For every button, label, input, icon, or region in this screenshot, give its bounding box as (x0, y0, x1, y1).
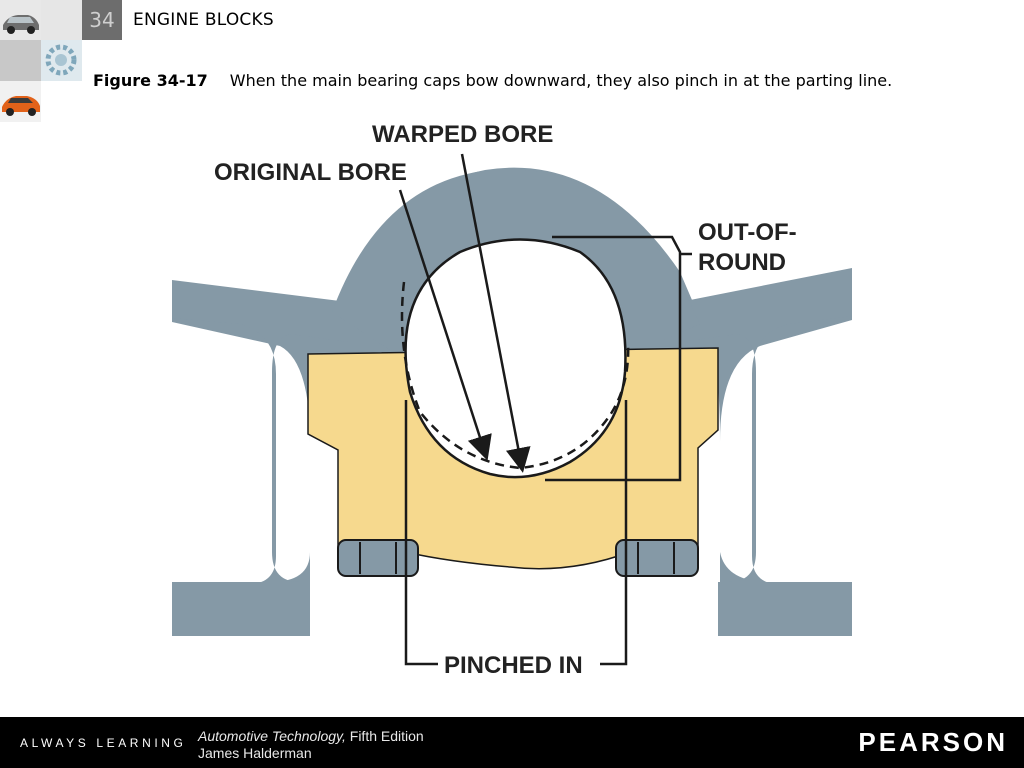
chapter-number: 34 (82, 0, 122, 40)
gray-thumbnail (41, 0, 82, 40)
footer-bar: ALWAYS LEARNING Automotive Technology, F… (0, 717, 1024, 768)
figure-caption: Figure 34-17 When the main bearing caps b… (93, 71, 892, 90)
engine-block (172, 167, 852, 635)
label-pinched-in: PINCHED IN (444, 652, 583, 679)
engine-part-thumbnail (41, 40, 82, 81)
book-title: Automotive Technology, (198, 728, 346, 744)
warped-bore-arrow (460, 153, 531, 473)
warped-bore (404, 238, 627, 479)
always-learning-tagline: ALWAYS LEARNING (20, 736, 187, 750)
figure-label: Figure 34-17 (93, 71, 208, 90)
label-warped-bore: WARPED BORE (372, 121, 553, 148)
label-out-of-round-2: ROUND (698, 249, 786, 276)
header-thumbnails (0, 0, 82, 122)
car-thumbnail-orange (0, 81, 41, 122)
gray-thumbnail-2 (0, 40, 41, 81)
out-of-round-bracket (545, 235, 682, 482)
label-out-of-round-1: OUT-OF- (698, 219, 797, 246)
left-nut (337, 539, 419, 577)
pinched-in-bracket (404, 400, 628, 666)
car-thumbnail-silver (0, 0, 41, 40)
label-original-bore: ORIGINAL BORE (214, 159, 407, 186)
pearson-logo: PEARSON (858, 727, 1008, 757)
bearing-cap-diagram: WARPED BORE ORIGINAL BORE OUT-OF- ROUND … (172, 121, 852, 679)
gear-icon (45, 44, 77, 76)
caption-text: When the main bearing caps bow downward,… (229, 71, 893, 90)
silver-car-icon (0, 0, 41, 40)
right-nut (615, 539, 699, 577)
block-right-web (680, 268, 852, 636)
original-bore-arrow (398, 189, 492, 461)
block-left-web (172, 280, 348, 636)
chapter-title: ENGINE BLOCKS (133, 10, 274, 30)
book-edition: Fifth Edition (345, 728, 424, 744)
orange-car-icon (2, 96, 40, 116)
book-credit: Automotive Technology, Fifth Edition Jam… (198, 728, 424, 762)
book-author: James Halderman (198, 745, 312, 761)
